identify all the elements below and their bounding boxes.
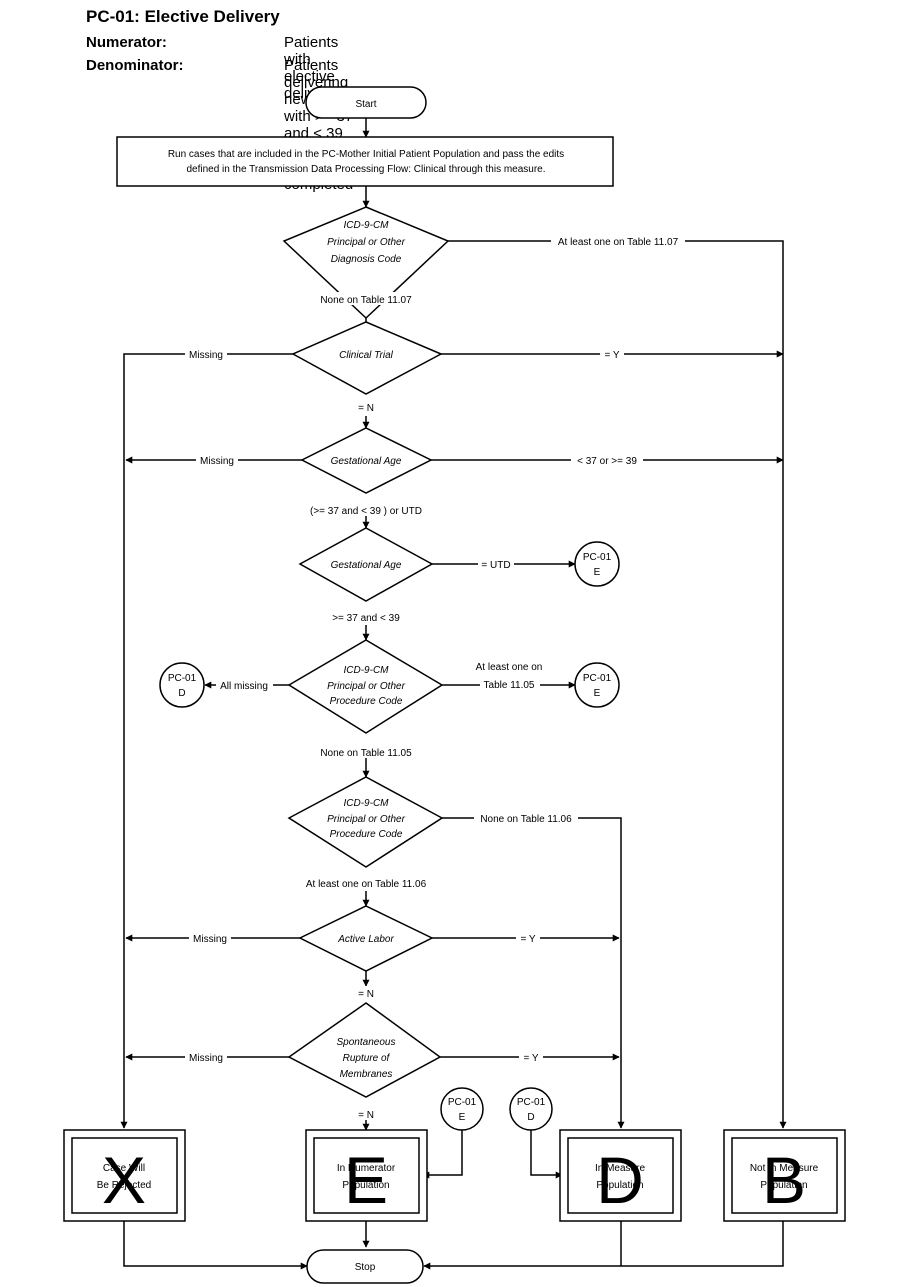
connector-e-2-line-2: E — [594, 688, 601, 699]
edge-label-dx-yes: At least one on Table 11.07 — [558, 237, 679, 248]
outcome-e-line-2: Population — [342, 1180, 389, 1191]
proc-code-1-line-2: Principal or Other — [327, 681, 405, 692]
srom-line-3: Membranes — [340, 1069, 393, 1080]
denominator-label: Denominator: — [86, 57, 184, 74]
edge-label-pc2-no: None on Table 11.06 — [480, 814, 572, 825]
srom-line-1: Spontaneous — [337, 1037, 396, 1048]
edge-label-ga1-missing: Missing — [200, 456, 234, 467]
edge-label-ct-missing: Missing — [189, 350, 223, 361]
edge-conn-e3 — [422, 1130, 463, 1179]
edge-label-sr-n: = N — [358, 1110, 374, 1121]
edge-label-sr-missing: Missing — [189, 1053, 223, 1064]
numerator-label: Numerator: — [86, 34, 167, 51]
connector-d-2 — [509, 1087, 553, 1131]
edge-label-pc1-no: None on Table 11.05 — [320, 748, 412, 759]
run-cases-line-1: Run cases that are included in the PC-Mo… — [168, 149, 564, 160]
connector-d-2-line-2: D — [527, 1112, 534, 1123]
proc-code-1-line-3: Procedure Code — [330, 696, 403, 707]
outcome-e-box-inner — [313, 1137, 420, 1214]
outcome-d-box-inner — [567, 1137, 674, 1214]
stop-terminal — [306, 1249, 424, 1284]
outcome-d-letter: D — [596, 1143, 644, 1217]
proc-code-decision-2 — [287, 776, 444, 868]
active-labor-decision — [298, 905, 434, 972]
clinical-trial-label: Clinical Trial — [339, 350, 393, 361]
outcome-d-line-2: Population — [596, 1180, 643, 1191]
connector-d-2-line-1: PC-01 — [517, 1097, 546, 1108]
gest-age-decision-1 — [300, 427, 433, 494]
dx-code-line-1: ICD-9-CM — [344, 220, 390, 231]
edge-conn-d2 — [530, 1130, 563, 1179]
connector-e-2 — [574, 662, 620, 708]
edge-label-ct-n: = N — [358, 403, 374, 414]
edge-label-ga1-in: (>= 37 and < 39 ) or UTD — [310, 506, 422, 517]
edge-label-ga2-in: >= 37 and < 39 — [332, 613, 400, 624]
edge-ct-missing-trunk — [120, 353, 293, 1129]
outcome-e-letter: E — [344, 1143, 388, 1217]
outcome-x-letter: X — [102, 1143, 146, 1217]
srom-decision — [287, 1002, 442, 1098]
edge-label-pc1-yes-1: At least one on — [476, 662, 543, 673]
edge-label-dx-no: None on Table 11.07 — [320, 295, 412, 306]
connector-e-2-line-1: PC-01 — [583, 673, 612, 684]
connector-e-1-line-1: PC-01 — [583, 552, 612, 563]
outcome-b-box-inner — [731, 1137, 838, 1214]
gest-age-decision-2 — [298, 527, 434, 602]
dx-code-line-3: Diagnosis Code — [331, 254, 402, 265]
run-cases-line-2: defined in the Transmission Data Process… — [186, 164, 545, 175]
outcome-e-line-1: In Numerator — [337, 1163, 396, 1174]
active-labor-label: Active Labor — [337, 934, 394, 945]
connector-d-1-line-1: PC-01 — [168, 673, 197, 684]
proc-code-2-line-1: ICD-9-CM — [344, 798, 390, 809]
edge-outb-stop — [423, 1221, 784, 1270]
page-title: PC-01: Elective Delivery — [86, 7, 280, 26]
clinical-trial-decision — [291, 321, 443, 395]
outcome-b-line-1: Not In Measure — [750, 1163, 819, 1174]
connector-e-3-line-1: PC-01 — [448, 1097, 477, 1108]
connector-d-1 — [159, 662, 205, 708]
start-terminal — [305, 86, 427, 119]
proc-code-1-line-1: ICD-9-CM — [344, 665, 390, 676]
edge-label-ga1-out: < 37 or >= 39 — [577, 456, 637, 467]
edge-outx-stop — [123, 1221, 308, 1270]
outcome-b-line-2: Population — [760, 1180, 807, 1191]
edge-label-al-y: = Y — [520, 934, 535, 945]
connector-d-1-line-2: D — [178, 688, 185, 699]
proc-code-decision-1 — [287, 639, 444, 734]
edge-label-al-n: = N — [358, 989, 374, 1000]
edge-label-pc1-yes-2: Table 11.05 — [484, 680, 535, 691]
connector-e-1 — [574, 541, 620, 587]
edge-label-al-missing: Missing — [193, 934, 227, 945]
edge-pc2-no-trunk — [442, 817, 625, 1129]
edge-label-pc2-yes: At least one on Table 11.06 — [306, 879, 427, 890]
gest-age-1-label: Gestational Age — [331, 456, 402, 467]
stop-label: Stop — [355, 1262, 376, 1273]
connector-e-1-line-2: E — [594, 567, 601, 578]
outcome-b-letter: B — [762, 1143, 806, 1217]
proc-code-2-line-2: Principal or Other — [327, 814, 405, 825]
outcome-x-line-2: Be Rejected — [97, 1180, 151, 1191]
connector-e-3-line-2: E — [459, 1112, 466, 1123]
outcome-d-line-1: In Measure — [595, 1163, 645, 1174]
gest-age-2-label: Gestational Age — [331, 560, 402, 571]
edge-label-sr-y: = Y — [523, 1053, 538, 1064]
srom-line-2: Rupture of — [343, 1053, 391, 1064]
edge-label-ga2-utd: = UTD — [481, 560, 510, 571]
start-label: Start — [355, 99, 376, 110]
outcome-x-line-1: Case Will — [103, 1163, 145, 1174]
dx-code-line-2: Principal or Other — [327, 237, 405, 248]
edge-label-ct-y: = Y — [604, 350, 619, 361]
connector-e-3 — [440, 1087, 484, 1131]
edge-label-pc1-missing: All missing — [220, 681, 268, 692]
proc-code-2-line-3: Procedure Code — [330, 829, 403, 840]
outcome-x-box-inner — [71, 1137, 178, 1214]
dx-code-decision — [282, 206, 450, 320]
run-cases-box — [116, 136, 614, 187]
